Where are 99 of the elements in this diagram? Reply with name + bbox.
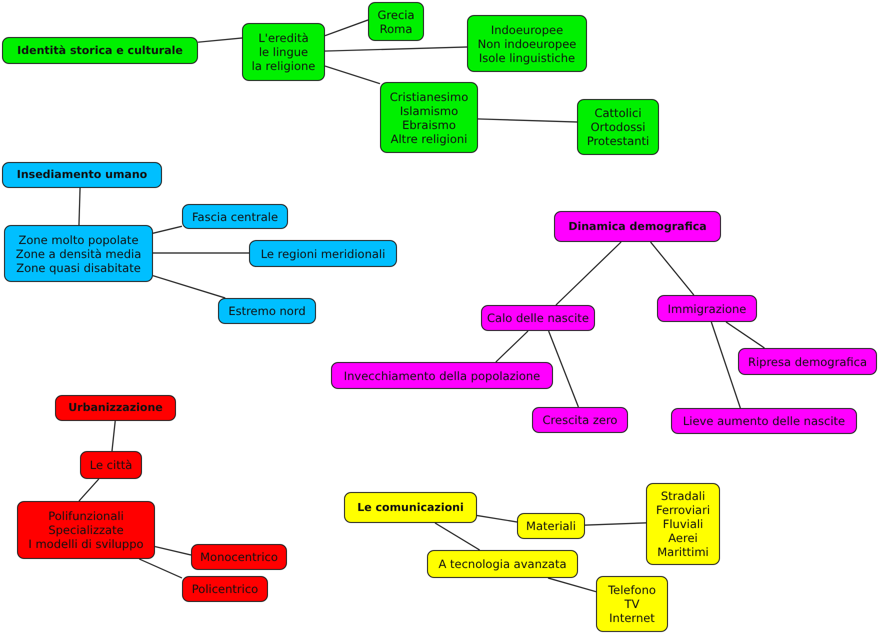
concept-box — [481, 305, 595, 331]
concept-box — [427, 550, 578, 578]
concept-box — [249, 240, 397, 267]
connector-line — [152, 275, 226, 299]
topic-label: Urbanizzazione — [68, 401, 163, 415]
connector-line — [78, 188, 81, 226]
concept-label: Calo delle nascite — [487, 311, 589, 325]
concept-label: Indoeuropee — [490, 22, 564, 36]
connector-line — [495, 330, 528, 362]
concept-label: Ebraismo — [402, 118, 456, 132]
concept-label: Monocentrico — [200, 550, 278, 564]
concept-box — [368, 2, 424, 41]
concept-label: Cattolici — [594, 106, 642, 120]
connector-line — [154, 546, 192, 556]
connector-line — [111, 420, 116, 452]
topic-label: Identità storica e culturale — [17, 44, 183, 58]
connector-line — [434, 522, 480, 551]
concept-box — [467, 15, 587, 72]
concept-label: Zone quasi disabitate — [16, 260, 141, 274]
concept-label: Stradali — [660, 489, 706, 503]
concept-box — [646, 483, 720, 565]
main-topic-box — [554, 211, 721, 242]
concept-box — [657, 295, 757, 322]
connector-line — [153, 252, 249, 254]
connector-line — [152, 226, 182, 234]
topic-label: Dinamica demografica — [568, 220, 707, 234]
concept-label: Non indoeuropee — [478, 36, 576, 50]
concept-label: Ferroviari — [656, 503, 710, 517]
connector-line — [548, 577, 596, 592]
connector-line — [710, 322, 741, 408]
concept-label: Policentrico — [192, 582, 258, 596]
concept-label: la religione — [252, 59, 316, 73]
concept-label: Isole linguistiche — [478, 50, 576, 64]
connector-line — [198, 37, 242, 43]
concept-label: A tecnologia avanzata — [438, 557, 566, 571]
concept-box — [577, 99, 659, 155]
concept-box — [218, 298, 316, 324]
concept-label: Islamismo — [400, 104, 458, 118]
concept-box — [738, 348, 877, 375]
concept-label: TV — [624, 597, 640, 611]
concept-label: Marittimi — [657, 545, 709, 559]
concept-box — [182, 576, 268, 602]
concept-label: Zone a densità media — [16, 246, 142, 260]
concept-label: Immigrazione — [668, 302, 746, 316]
concept-label: Aerei — [668, 531, 698, 545]
concept-label: Protestanti — [586, 134, 650, 148]
concept-label: I modelli di sviluppo — [28, 537, 144, 551]
concept-box — [532, 407, 628, 433]
concept-label: Polifunzionali — [48, 509, 124, 523]
concept-box — [4, 225, 153, 282]
concept-label: Materiali — [526, 519, 576, 533]
connector-line — [556, 242, 622, 306]
connector-line — [78, 478, 100, 502]
topic-label: Insediamento umano — [16, 168, 148, 182]
concept-label: Fluviali — [662, 517, 704, 531]
concept-label: Cristianesimo — [390, 90, 468, 104]
concept-label: Altre religioni — [390, 132, 468, 146]
concept-label: Roma — [380, 22, 412, 36]
connector-line — [726, 322, 765, 348]
concept-label: Grecia — [377, 8, 415, 22]
connector-line — [476, 514, 518, 523]
concept-label: Le regioni meridionali — [260, 246, 386, 260]
concept-box — [191, 544, 287, 570]
concept-label: Zone molto popolate — [18, 232, 139, 246]
concept-label: Telefono — [608, 583, 656, 597]
concept-label: le lingue — [258, 45, 308, 59]
concept-box — [242, 23, 325, 81]
concept-label: Lieve aumento delle nascite — [682, 414, 846, 428]
main-topic-box — [2, 162, 162, 188]
concept-label: Crescita zero — [542, 413, 618, 427]
concept-label: Internet — [609, 611, 655, 625]
concept-label: Le città — [90, 458, 132, 472]
main-topic-box — [344, 492, 477, 523]
main-topic-box — [55, 395, 176, 421]
concept-box — [331, 362, 553, 389]
main-topic-box — [2, 37, 198, 64]
concept-label: Specializzate — [48, 523, 124, 537]
connector-line — [548, 330, 579, 408]
concept-label: Ortodossi — [590, 120, 646, 134]
connector-line — [584, 522, 646, 526]
concept-box — [80, 451, 142, 479]
connector-line — [139, 558, 182, 579]
concept-box — [182, 204, 288, 229]
connector-line — [324, 65, 380, 84]
concept-box — [596, 576, 668, 632]
concept-box — [380, 82, 478, 153]
connector-line — [324, 46, 468, 52]
concept-label: Estremo nord — [228, 304, 306, 318]
concept-label: L'eredità — [258, 31, 309, 45]
concept-label: Ripresa demografica — [748, 354, 868, 368]
concept-label: Fascia centrale — [192, 210, 278, 224]
connector-line — [650, 242, 694, 296]
concept-box — [517, 513, 585, 539]
connector-line — [478, 118, 578, 123]
concept-box — [671, 408, 857, 434]
topic-label: Le comunicazioni — [357, 500, 464, 514]
concept-label: Invecchiamento della popolazione — [344, 368, 540, 382]
concept-box — [17, 501, 155, 559]
connector-line — [324, 19, 368, 36]
